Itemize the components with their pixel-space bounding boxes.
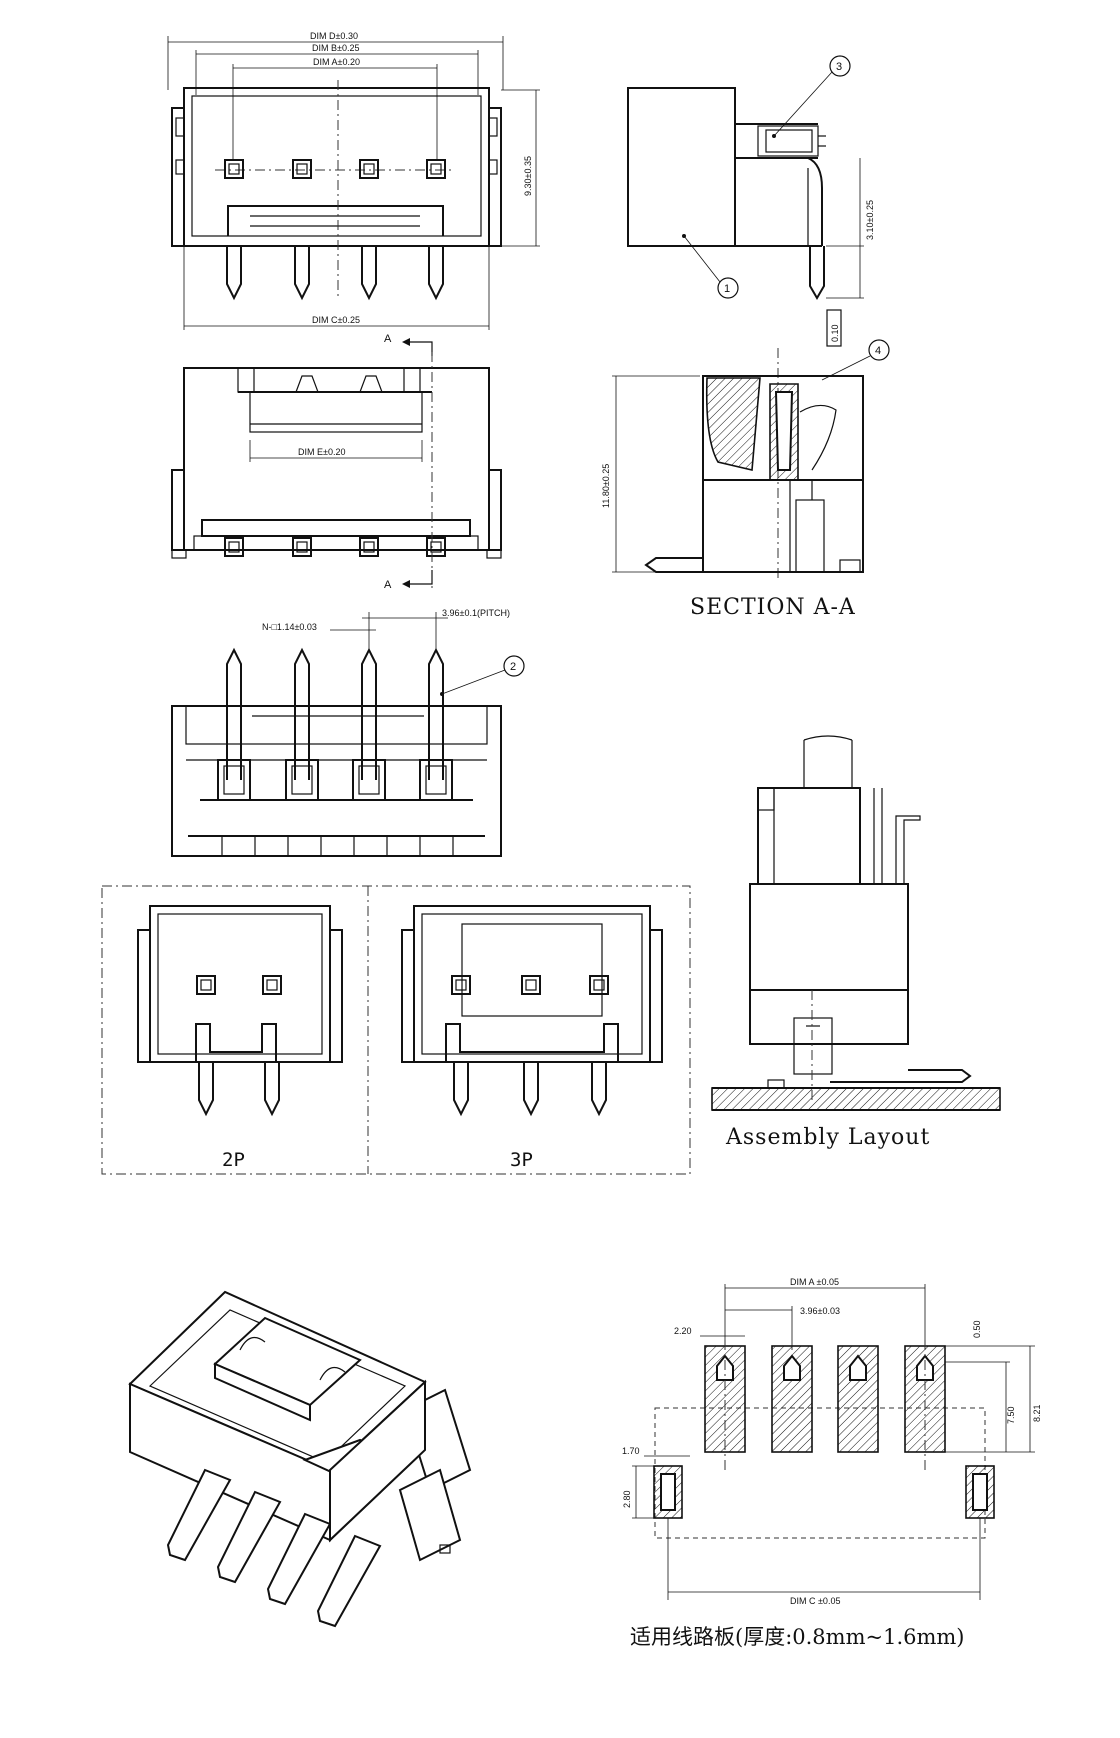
- isometric-view: [128, 1290, 472, 1628]
- pcb-note: 适用线路板(厚度:0.8mm~1.6mm): [630, 1625, 965, 1649]
- pin-size-label: N-□1.14±0.03: [262, 622, 317, 632]
- pcb-pitch-label: 3.96±0.03: [800, 1306, 840, 1316]
- variant-3p: 3P: [401, 905, 663, 1171]
- pin-view-bosses: [217, 759, 453, 801]
- callout-4: 4: [875, 345, 881, 357]
- assembly-view: Assembly Layout: [711, 735, 1001, 1150]
- callout-1: 1: [724, 283, 730, 295]
- variant-2p-label: 2P: [222, 1149, 245, 1171]
- pcb-170-label: 1.70: [622, 1446, 640, 1456]
- side-stamp: 0.10: [830, 324, 840, 342]
- pcb-050-label: 0.50: [972, 1320, 982, 1338]
- pcb-dim-c-label: DIM C ±0.05: [790, 1596, 840, 1606]
- variant-3p-label: 3P: [510, 1149, 533, 1171]
- dim-b-label: DIM B±0.25: [312, 43, 359, 53]
- side-height-label: 3.10±0.25: [865, 200, 875, 240]
- iso-pins: [166, 1468, 382, 1628]
- dim-a-label: DIM A±0.20: [313, 57, 360, 67]
- pcb-280-label: 2.80: [622, 1490, 632, 1508]
- dim-e-label: DIM E±0.20: [298, 447, 345, 457]
- pcb-pads: [653, 1345, 995, 1519]
- section-mark-top: A: [384, 333, 392, 345]
- section-view: 11.80±0.25 4 SECTION A-A: [601, 339, 890, 620]
- section-mark-bottom: A: [384, 579, 392, 591]
- pcb-layout: DIM A ±0.05 3.96±0.03 2.20 0.50 7.5: [622, 1277, 1042, 1649]
- pcb-dim-a-label: DIM A ±0.05: [790, 1277, 839, 1287]
- variant-2p: 2P: [137, 905, 343, 1171]
- side-view: 3.10±0.25 3 1 0.10: [627, 55, 875, 347]
- variants-panel: 2P 3P: [101, 885, 691, 1175]
- dim-d-label: DIM D±0.30: [310, 31, 358, 41]
- section-title: SECTION A-A: [690, 595, 856, 620]
- pcb-220-label: 2.20: [674, 1326, 692, 1336]
- section-height-label: 11.80±0.25: [601, 464, 611, 508]
- top-pin-legs: [226, 246, 444, 301]
- callout-2: 2: [510, 661, 516, 673]
- pcb-821-label: 8.21: [1032, 1404, 1042, 1422]
- top-pin-squares: [224, 159, 446, 179]
- dim-c-label: DIM C±0.25: [312, 315, 360, 325]
- pin-view: N-□1.14±0.03 3.96±0.1(PITCH): [171, 608, 525, 857]
- pitch-label: 3.96±0.1(PITCH): [442, 608, 510, 618]
- assembly-title: Assembly Layout: [725, 1125, 930, 1150]
- pcb-750-label: 7.50: [1006, 1406, 1016, 1424]
- pin-view-pins: [226, 647, 444, 780]
- top-height-label: 9.30±0.35: [523, 156, 533, 196]
- front-view: A DIM E±0.20 A: [171, 333, 502, 591]
- callout-3: 3: [836, 61, 842, 73]
- top-view: DIM D±0.30 DIM B±0.25 DIM A±0.20: [167, 31, 540, 330]
